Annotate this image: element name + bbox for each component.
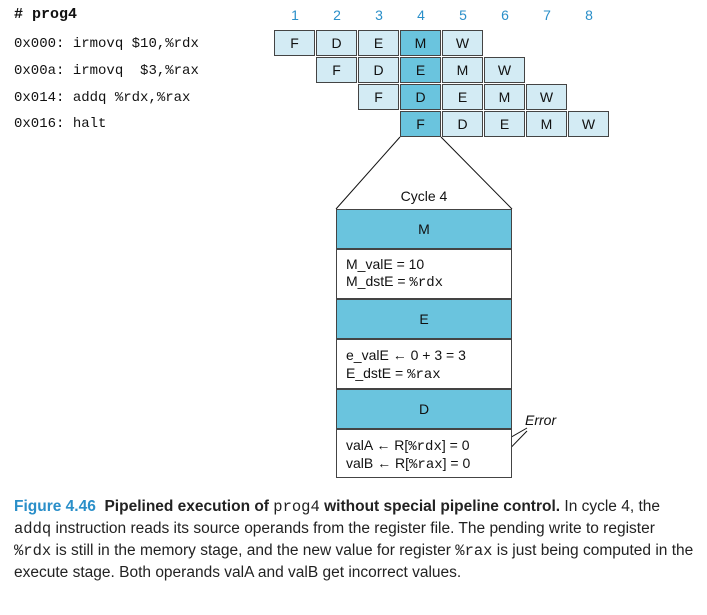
instruction-line: 0x014: addq %rdx,%rax [14,90,191,106]
m-dste-line: M_dstE = %rdx [346,273,444,291]
expand-line-left [335,136,401,210]
e-vale-line: e_valE ← 0 + 3 = 3 [346,347,466,363]
d-vala-line: valA ← R[%rdx] = 0 [346,437,470,455]
d-stage-values: valA ← R[%rdx] = 0 valB ← R[%rax] = 0 [336,429,512,478]
m-vale-line: M_valE = 10 [346,256,425,272]
stage-cell: W [526,84,567,110]
stage-cell-cycle4: E [400,57,441,83]
m-stage-values: M_valE = 10 M_dstE = %rdx [336,249,512,299]
cycle-number: 3 [375,7,383,23]
instruction-line: 0x000: irmovq $10,%rdx [14,36,199,52]
cycle-number: 4 [417,7,425,23]
d-valb-line: valB ← R[%rax] = 0 [346,455,471,473]
error-label: Error [525,412,557,428]
e-stage-values: e_valE ← 0 + 3 = 3 E_dstE = %rax [336,339,512,389]
stage-cell: W [442,30,483,56]
cycle-number: 8 [585,7,593,23]
stage-cell: F [358,84,399,110]
cycle-number: 2 [333,7,341,23]
e-stage-box: E [336,299,512,339]
e-dste-line: E_dstE = %rax [346,365,441,383]
figure-title: Pipelined execution of prog4 without spe… [104,498,561,516]
stage-cell: M [484,84,525,110]
instruction-line: 0x016: halt [14,116,107,132]
stage-cell: F [316,57,357,83]
stage-cell-cycle4: M [400,30,441,56]
figure-caption: Figure 4.46 Pipelined execution of prog4… [14,498,694,581]
stage-cell: W [568,111,609,137]
instruction-line: 0x00a: irmovq $3,%rax [14,63,199,79]
stage-cell: M [526,111,567,137]
cycle-number: 5 [459,7,467,23]
program-title: # prog4 [14,6,78,23]
d-stage-box: D [336,389,512,429]
stage-cell: E [442,84,483,110]
stage-cell: W [484,57,525,83]
cycle-number: 1 [291,7,299,23]
stage-cell-cycle4: D [400,84,441,110]
stage-cell: D [316,30,357,56]
m-stage-box: M [336,209,512,249]
cycle-number: 6 [501,7,509,23]
stage-cell: E [484,111,525,137]
expand-line-right [440,136,513,210]
stage-cell: D [358,57,399,83]
stage-cell: E [358,30,399,56]
stage-cell: M [442,57,483,83]
figure-number: Figure 4.46 [14,498,96,515]
cycle4-label: Cycle 4 [400,188,448,204]
cycle-number: 7 [543,7,551,23]
stage-cell-cycle4: F [400,111,441,137]
stage-cell: F [274,30,315,56]
stage-cell: D [442,111,483,137]
